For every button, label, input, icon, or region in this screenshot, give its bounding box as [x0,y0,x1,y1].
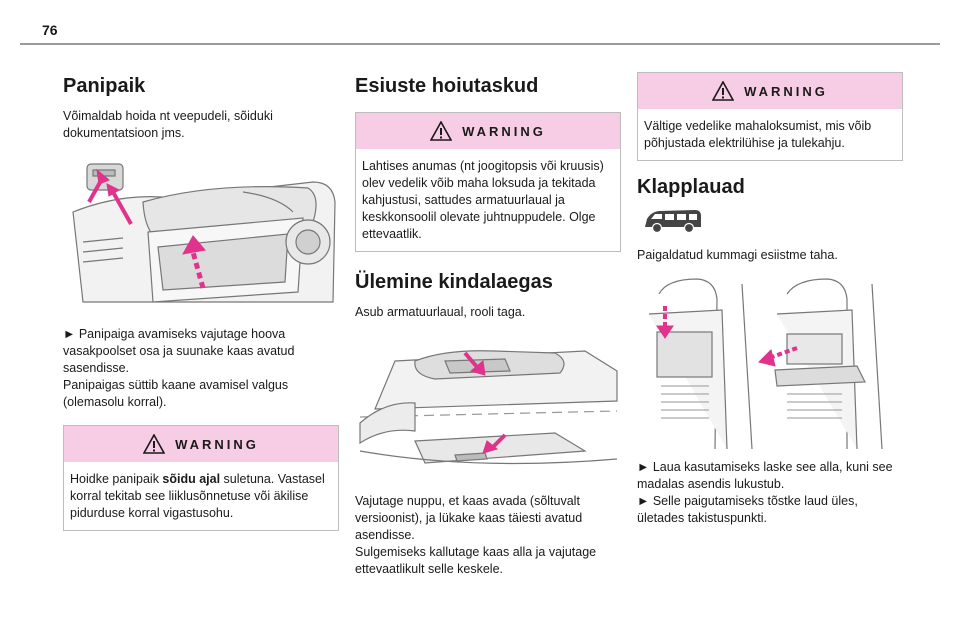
warning-triangle-icon [430,121,453,141]
page-number: 76 [42,22,58,38]
section-title-upper-glove-box: Ülemine kindalaegas [355,271,553,293]
column-tables: WARNING Vältige vedelike mahaloksumist, … [637,72,903,527]
glove-box-step-1: ► Panipaiga avamiseks vajutage hoova vas… [63,327,295,375]
upper-glove-box-step-1: Vajutage nuppu, et kaas avada (sõltuvalt… [355,494,583,542]
warning-title: WARNING [744,83,828,99]
warning-triangle-icon [712,81,735,101]
column-storage: Esiuste hoiutaskud WARNING Lahtises anum… [355,70,621,578]
warning-text: Vältige vedelike mahaloksumist, mis võib… [644,119,872,150]
folding-tables-illustration [648,278,883,449]
glove-box-step-2: Panipaigas süttib kaane avamisel valgus … [63,378,289,409]
warning-title: WARNING [175,436,259,452]
van-icon [645,210,701,234]
glove-box-intro: Võimaldab hoida nt veepudeli, sõiduki do… [63,109,273,140]
header-rule [20,43,940,45]
upper-glove-box-intro: Asub armatuurlaual, rooli taga. [355,305,526,319]
folding-tables-step-1: ► Laua kasutamiseks laske see alla, kuni… [637,460,893,491]
upper-glove-box-illustration [359,350,618,465]
front-pockets-warning: WARNING Lahtises anumas (nt joogitopsis … [355,112,621,252]
warning-title: WARNING [462,123,546,139]
tables-warning: WARNING Vältige vedelike mahaloksumist, … [637,72,903,161]
glove-box-illustration [72,163,336,303]
warning-header: WARNING [356,113,620,149]
section-title-front-pockets: Esiuste hoiutaskud [355,75,539,97]
upper-glove-box-step-2: Sulgemiseks kallutage kaas alla ja vajut… [355,545,597,576]
folding-tables-step-2: ► Selle paigutamiseks tõstke laud üles, … [637,494,858,525]
warning-triangle-icon [143,434,166,454]
warning-text: Lahtises anumas (nt joogitopsis või kruu… [362,159,604,241]
warning-text-part: Hoidke panipaik [70,472,163,486]
section-title-folding-tables: Klapplauad [637,176,745,198]
warning-text-part: suletuna. Vastasel korral tekitab see li… [70,472,325,520]
glove-box-warning: WARNING Hoidke panipaik sõidu ajal sulet… [63,425,339,531]
warning-header: WARNING [638,73,902,109]
folding-tables-intro: Paigaldatud kummagi esiistme taha. [637,248,838,262]
column-glove-box: Panipaik Võimaldab hoida nt veepudeli, s… [63,70,339,531]
warning-text-bold: sõidu ajal [162,472,221,486]
warning-header: WARNING [64,426,338,462]
section-title-glove-box: Panipaik [63,75,146,97]
warning-text: Hoidke panipaik sõidu ajal suletuna. Vas… [64,462,338,530]
